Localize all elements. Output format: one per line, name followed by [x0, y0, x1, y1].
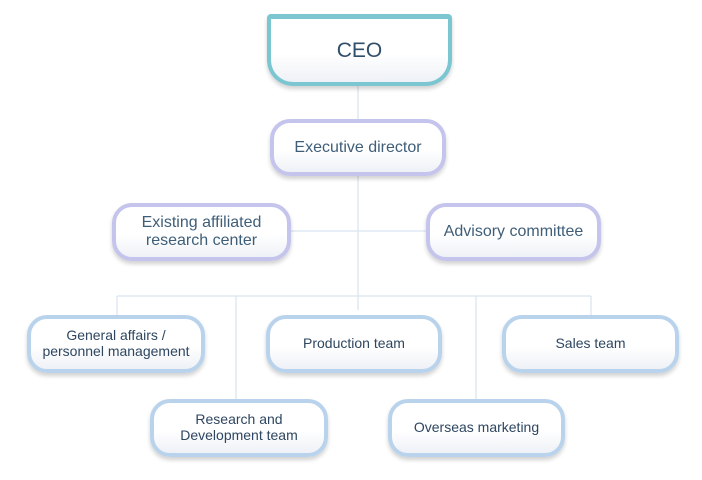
general-affairs-line2: personnel management: [42, 343, 190, 359]
rnd-team-line2: Development team: [180, 427, 298, 443]
overseas-marketing-box: Overseas marketing: [388, 399, 565, 457]
sales-team-label: Sales team: [555, 335, 626, 352]
rnd-team-line1: Research and: [195, 411, 283, 428]
advisory-committee-label: Advisory committee: [443, 223, 584, 241]
general-affairs-line1: General affairs /: [66, 327, 166, 344]
affiliated-center-line2: research center: [145, 232, 258, 249]
executive-director-label: Executive director: [294, 138, 422, 156]
sales-team-box: Sales team: [502, 315, 679, 373]
executive-director-box: Executive director: [270, 119, 446, 176]
affiliated-research-center-box: Existing affiliated research center: [112, 203, 291, 261]
affiliated-center-line1: Existing affiliated: [141, 214, 262, 232]
production-team-box: Production team: [266, 315, 442, 373]
advisory-committee-box: Advisory committee: [426, 203, 601, 261]
rnd-team-box: Research and Development team: [150, 399, 328, 457]
ceo-box: CEO: [267, 14, 452, 86]
production-team-label: Production team: [303, 335, 405, 352]
general-affairs-box: General affairs / personnel management: [27, 315, 205, 373]
ceo-label: CEO: [336, 38, 383, 62]
overseas-marketing-label: Overseas marketing: [413, 419, 540, 436]
